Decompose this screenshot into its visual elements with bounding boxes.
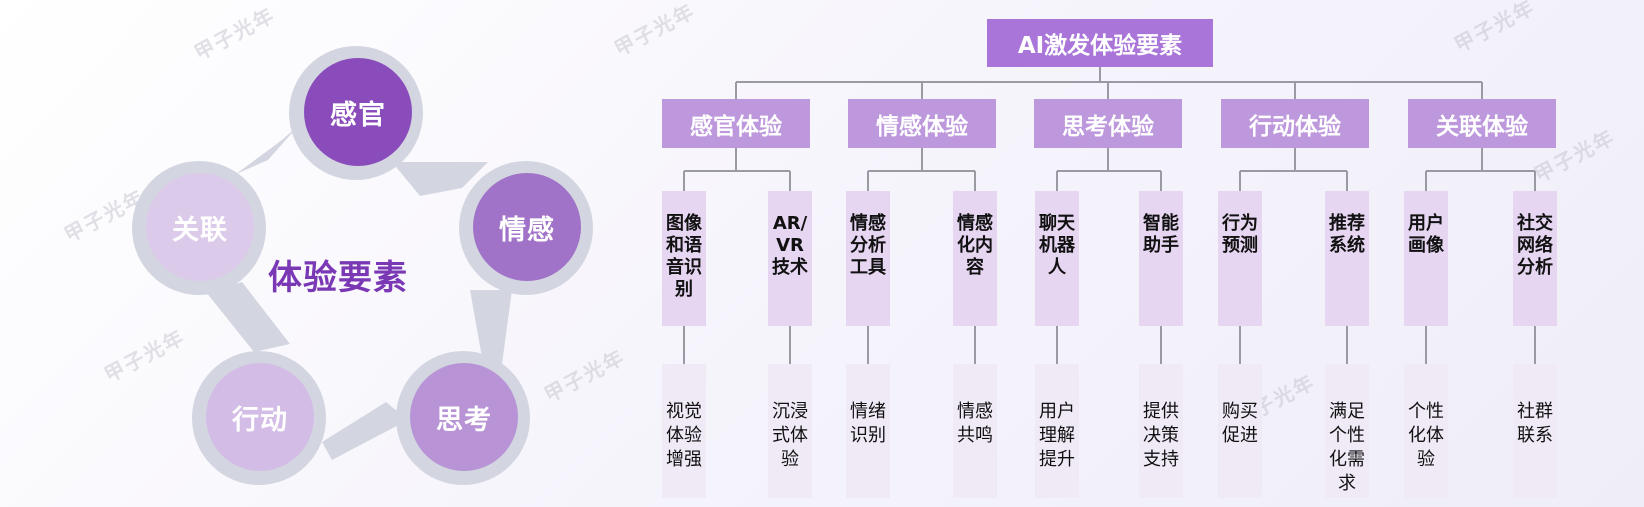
cycle-link-group (206, 126, 512, 460)
cycle-link-think-action (322, 402, 408, 460)
node-label: 行动 (232, 404, 288, 436)
node-label: 情感 (499, 214, 555, 246)
effect-box: 满足个性化需求 (1325, 364, 1369, 498)
node-think: 思考 (410, 363, 518, 471)
experience-cycle-diagram: 感官 情感 思考 行动 关联 体验要素 (0, 0, 640, 507)
tech-box: 情感分析工具 (846, 191, 890, 326)
cycle-link-action-relate (206, 282, 290, 352)
tech-box: 图像和语音识别 (662, 191, 706, 326)
tech-box: 社交网络分析 (1513, 191, 1557, 326)
category-relate: 关联体验 (1408, 99, 1556, 148)
tech-box: 情感化内容 (953, 191, 997, 326)
node-action: 行动 (206, 363, 314, 471)
cycle-links (206, 126, 512, 460)
cycle-link-emotion-think (470, 290, 512, 380)
effect-box: 情绪识别 (846, 364, 890, 498)
node-relate: 关联 (146, 173, 254, 281)
node-label: 感官 (330, 99, 386, 131)
tech-box: 行为预测 (1218, 191, 1262, 326)
node-emotion: 情感 (473, 173, 581, 281)
effect-box: 沉浸式体验 (768, 364, 812, 498)
category-sense: 感官体验 (662, 99, 810, 148)
tech-box: 智能助手 (1139, 191, 1183, 326)
tech-box: 用户画像 (1404, 191, 1448, 326)
effect-box: 社群联系 (1513, 364, 1557, 498)
tech-box: AR/VR技术 (768, 191, 812, 326)
cycle-link-sense-emotion (392, 162, 488, 196)
tree-connector-lines (683, 67, 1536, 364)
tech-box: 聊天机器人 (1035, 191, 1079, 326)
node-sense: 感官 (304, 58, 412, 166)
node-label: 思考 (436, 404, 492, 436)
effect-box: 视觉体验增强 (662, 364, 706, 498)
effect-box: 个性化体验 (1404, 364, 1448, 498)
effect-box: 用户理解提升 (1035, 364, 1079, 498)
category-emotion: 情感体验 (848, 99, 996, 148)
effect-box: 情感共鸣 (953, 364, 997, 498)
effect-box: 提供决策支持 (1139, 364, 1183, 498)
effect-box: 购买促进 (1218, 364, 1262, 498)
cycle-center-label: 体验要素 (268, 258, 408, 298)
node-label: 关联 (172, 214, 228, 246)
tech-box: 推荐系统 (1325, 191, 1369, 326)
tree-root-box: AI激发体验要素 (987, 19, 1213, 67)
category-action: 行动体验 (1221, 99, 1369, 148)
category-think: 思考体验 (1034, 99, 1182, 148)
